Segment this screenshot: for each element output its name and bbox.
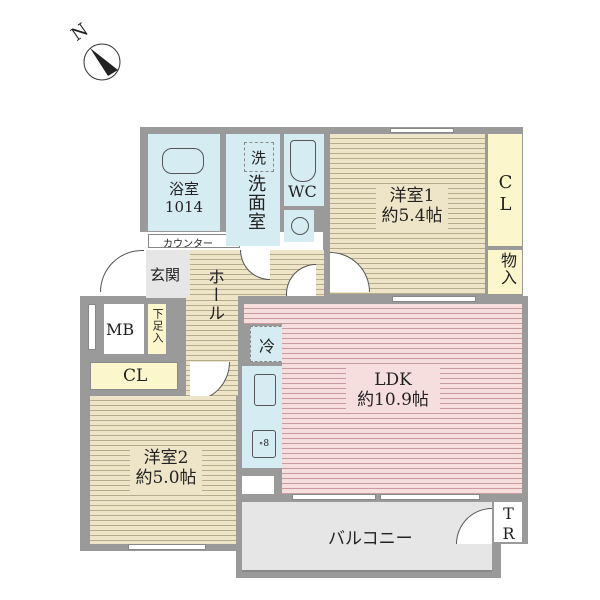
balcony-label: バルコニー xyxy=(328,529,413,549)
storage-label: 物入 xyxy=(498,252,517,286)
western-room-1-area: 約5.4帖 xyxy=(381,206,443,227)
western-room-1-label: 洋室1 xyxy=(389,186,435,206)
shoe-cupboard-label: 下足入 xyxy=(151,308,164,344)
shoe-cupboard: 下足入 xyxy=(148,304,166,354)
window-ldk-2 xyxy=(380,494,480,500)
fridge-label: 冷 xyxy=(259,337,276,356)
storage: 物入 xyxy=(488,250,522,294)
kitchen-sink-icon xyxy=(254,374,276,406)
compass: N xyxy=(66,19,126,82)
door-western-room-1[interactable] xyxy=(330,252,370,292)
western-room-2-area: 約5.0帖 xyxy=(135,468,197,489)
washer-label: 洗 xyxy=(251,149,267,167)
closet-1-label: CL xyxy=(495,172,516,216)
western-room-2-label: 洋室2 xyxy=(143,448,189,468)
kitchen-storage xyxy=(242,476,274,494)
washroom-label: 洗面室 xyxy=(245,174,266,231)
kitchen: ∘8 xyxy=(242,366,282,468)
western-room-2: 洋室2 約5.0帖 xyxy=(90,396,236,544)
entrance: 玄関 xyxy=(146,250,190,298)
ldk-label: LDK xyxy=(374,370,412,390)
closet-2-label: CL xyxy=(123,366,148,386)
closet-1: CL xyxy=(488,134,522,246)
wc: WC xyxy=(284,134,324,206)
window-western-room-1-top xyxy=(390,128,454,133)
ldk-upper xyxy=(244,304,284,324)
bathroom: 浴室 1014 xyxy=(148,134,220,231)
meter-box: MB xyxy=(104,304,144,354)
ldk: LDK 約10.9帖 xyxy=(282,304,522,494)
balcony: バルコニー xyxy=(242,502,492,572)
bathroom-size: 1014 xyxy=(164,198,204,216)
window-western-room-1 xyxy=(392,296,476,302)
washroom: 洗 洗面室 xyxy=(226,134,280,246)
sink-icon xyxy=(291,217,309,235)
entrance-label: 玄関 xyxy=(150,266,181,284)
window-ldk-1 xyxy=(292,494,376,500)
trunk-room-label: TR xyxy=(499,504,518,544)
closet-2: CL xyxy=(90,362,178,390)
stove-icon: ∘8 xyxy=(252,430,276,458)
meter-box-label: MB xyxy=(106,320,135,339)
toilet-icon xyxy=(290,140,316,182)
bathroom-label: 浴室 xyxy=(168,180,199,198)
hand-sink xyxy=(284,210,314,242)
trunk-room: TR xyxy=(494,502,522,544)
front-door[interactable] xyxy=(100,250,144,292)
door-trunk-room[interactable] xyxy=(456,508,492,544)
hall-label: ホール xyxy=(204,268,224,322)
washing-machine-space: 洗 xyxy=(244,142,274,172)
counter-label: カウンター xyxy=(163,239,213,250)
counter: カウンター xyxy=(148,234,240,250)
western-room-1: 洋室1 約5.4帖 xyxy=(330,134,485,294)
fridge-space: 冷 xyxy=(250,326,286,362)
window-mb xyxy=(88,304,96,350)
north-arrow-icon xyxy=(83,43,121,81)
bathtub-icon xyxy=(162,148,204,174)
wc-label: WC xyxy=(288,182,317,201)
ldk-area: 約10.9帖 xyxy=(357,390,429,411)
window-western-room-2 xyxy=(128,544,206,550)
